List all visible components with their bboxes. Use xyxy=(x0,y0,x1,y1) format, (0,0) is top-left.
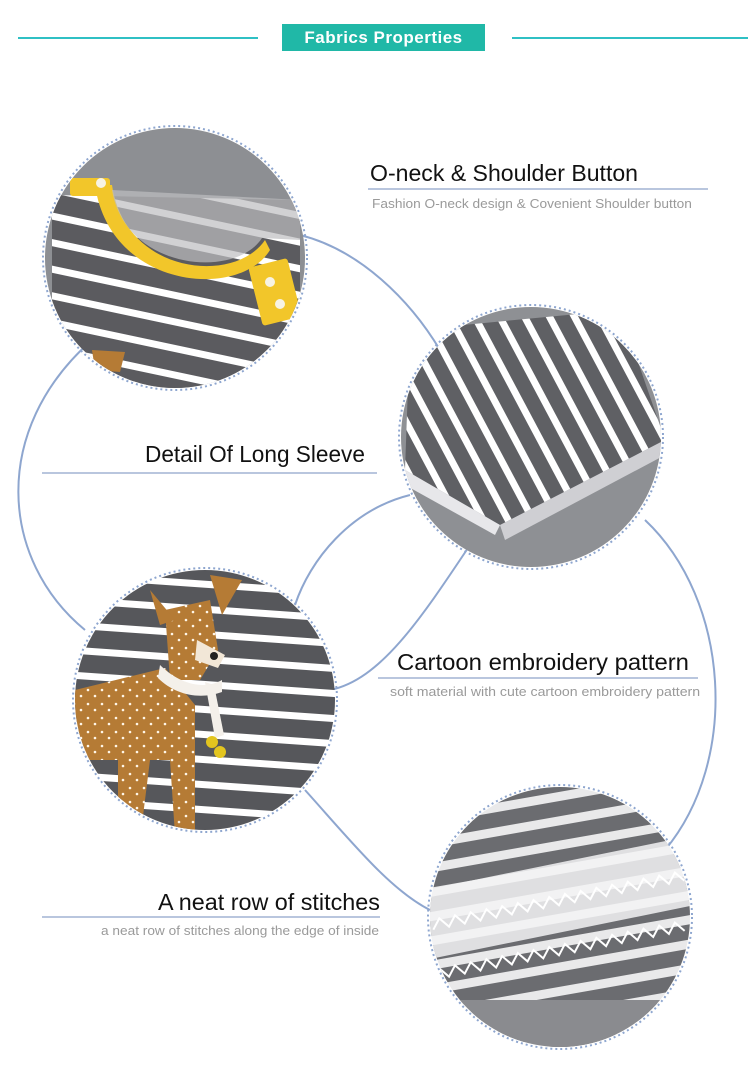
feature-title-cartoon: Cartoon embroidery pattern xyxy=(397,649,689,675)
connector-sleeve-to-stitch xyxy=(644,519,717,851)
header-line-right xyxy=(512,37,748,39)
connector-deer-right xyxy=(329,544,471,691)
feature-title-stitches: A neat row of stitches xyxy=(158,889,380,915)
photo-long-sleeve-detail xyxy=(398,304,664,570)
feature-subtitle-stitches: a neat row of stitches along the edge of… xyxy=(101,924,379,938)
feature-underline-oneck xyxy=(368,188,708,190)
header-line-left xyxy=(18,37,258,39)
connector-top-to-sleeve xyxy=(299,234,441,351)
photo-stitches-detail xyxy=(427,784,693,1050)
feature-underline-long-sleeve xyxy=(42,472,377,474)
connector-lines xyxy=(17,234,717,911)
connector-deer-bottom xyxy=(304,789,431,911)
connector-sleeve-to-deer xyxy=(294,494,411,606)
feature-title-oneck: O-neck & Shoulder Button xyxy=(370,160,639,186)
feature-title-long-sleeve: Detail Of Long Sleeve xyxy=(145,441,365,467)
photo-cartoon-embroidery xyxy=(72,567,338,833)
header-title: Fabrics Properties xyxy=(282,24,485,51)
photo-oneck-shoulder-button xyxy=(42,125,308,391)
feature-subtitle-oneck: Fashion O-neck design & Covenient Should… xyxy=(372,197,692,211)
feature-underline-stitches xyxy=(42,916,380,918)
feature-subtitle-cartoon: soft material with cute cartoon embroide… xyxy=(390,685,701,699)
feature-underline-cartoon xyxy=(378,677,698,679)
connector-left-big xyxy=(17,339,93,631)
